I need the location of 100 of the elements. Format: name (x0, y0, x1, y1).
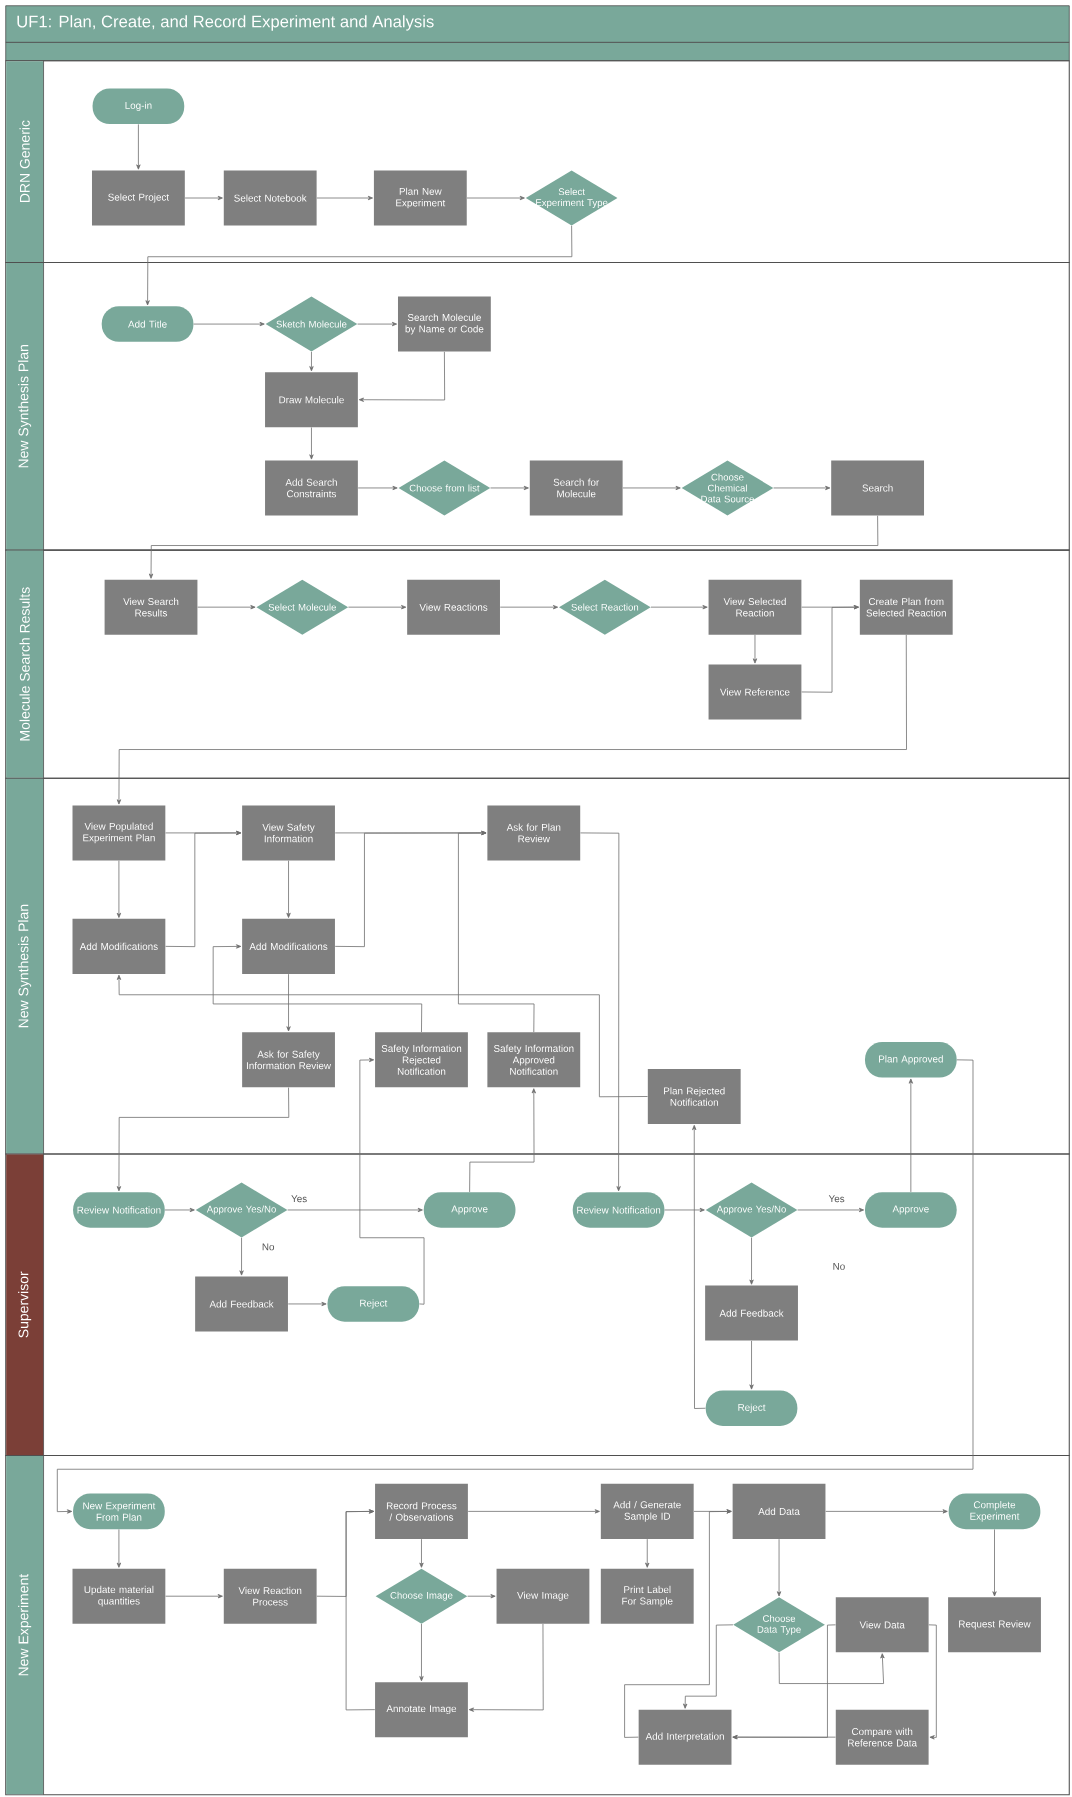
terminator-box: Reject (327, 1286, 420, 1322)
process-box: Print Label For Sample (601, 1568, 694, 1624)
process-box: Add Feedback (705, 1285, 799, 1341)
arrow (580, 832, 621, 1192)
branch-label: No (833, 1262, 845, 1270)
arrow (797, 1207, 865, 1213)
process-box: Annotate Image (375, 1682, 469, 1738)
arrow (749, 1237, 754, 1285)
terminator-box: Add Title (101, 306, 194, 342)
arrow (117, 634, 908, 805)
terminator-box: Log-in (92, 88, 185, 125)
arrow (469, 1623, 544, 1712)
arrow (683, 1624, 734, 1709)
process-box: Plan New Experiment (374, 170, 467, 226)
arrow (490, 485, 530, 491)
process-box: Search Molecule by Name or Code (398, 296, 492, 352)
arrow (624, 1509, 732, 1738)
arrow (357, 485, 398, 491)
process-box: Ask for Safety Information Review (242, 1032, 336, 1088)
process-box: View Selected Reaction (708, 579, 802, 635)
terminator-box: Approve (865, 1192, 957, 1228)
process-box: Safety Information Approved Notification (487, 1032, 581, 1088)
arrow (117, 1529, 122, 1568)
process-box: Request Review (948, 1597, 1042, 1653)
arrow (777, 1538, 782, 1597)
process-box: Update material quantities (72, 1568, 166, 1624)
arrow (419, 1538, 424, 1568)
terminator-box: Plan Approved (865, 1042, 957, 1078)
edge-label: Yes (827, 1194, 847, 1204)
terminator-box: New Experiment From Plan (73, 1493, 165, 1530)
arrow (908, 1078, 914, 1193)
arrow (753, 634, 758, 664)
process-box: Select Notebook (224, 170, 317, 226)
arrow (622, 485, 681, 491)
arrow (466, 195, 526, 201)
process-box: Record Process / Observations (375, 1483, 469, 1539)
arrow (197, 605, 256, 610)
arrow (165, 830, 242, 948)
arrow (749, 1340, 754, 1390)
arrow (145, 225, 573, 306)
edge-label: No (260, 1242, 277, 1252)
process-box: View Data (836, 1597, 929, 1653)
arrow (117, 974, 649, 1098)
terminator-box: Reject (705, 1390, 798, 1426)
process-box: Ask for Plan Review (487, 805, 581, 861)
process-box: Add / Generate Sample ID (601, 1483, 694, 1539)
arrow (469, 1088, 537, 1193)
arrow (773, 485, 831, 491)
process-box: Search for Molecule (530, 460, 623, 516)
arrow (117, 860, 122, 918)
arrow (825, 1509, 948, 1514)
arrow (213, 944, 423, 1033)
process-box: View Image (496, 1568, 590, 1624)
arrow (287, 1207, 424, 1213)
arrow (801, 605, 860, 693)
arrow (184, 195, 224, 201)
edge-label: Yes (289, 1194, 309, 1204)
arrow (193, 321, 265, 327)
arrow (286, 973, 291, 1032)
arrow (309, 427, 314, 460)
process-box: Add Search Constraints (265, 460, 359, 516)
arrow (500, 605, 559, 610)
process-box: Add Interpretation (638, 1709, 732, 1765)
arrow (458, 830, 535, 1033)
process-box: Add Modifications (242, 918, 336, 974)
arrow (164, 1207, 195, 1213)
arrow (467, 1594, 496, 1599)
arrow (348, 605, 407, 610)
arrow (645, 1538, 650, 1568)
arrow (732, 1735, 837, 1740)
arrow (316, 195, 374, 201)
process-box: View Reactions (407, 579, 501, 635)
arrow (165, 1594, 224, 1599)
arrow (692, 1124, 707, 1409)
arrow (345, 1509, 376, 1711)
arrow (309, 351, 314, 372)
process-box: Add Data (732, 1483, 826, 1539)
arrow (149, 515, 879, 579)
terminator-box: Approve (424, 1192, 516, 1228)
arrow (288, 1301, 327, 1307)
process-box: Select Project (92, 170, 186, 226)
process-box: Create Plan from Selected Reaction (860, 579, 953, 635)
terminator-box: Complete Experiment (948, 1493, 1041, 1530)
arrow (136, 123, 141, 170)
arrow (359, 1057, 425, 1305)
process-box: View Populated Experiment Plan (72, 805, 166, 861)
arrow (117, 1087, 290, 1192)
process-box: Plan Rejected Notification (648, 1069, 741, 1124)
process-box: View Reference (708, 664, 802, 720)
arrow (419, 1623, 424, 1682)
arrow (57, 1059, 974, 1514)
process-box: View Search Results (104, 579, 198, 635)
process-box: Draw Molecule (265, 372, 359, 428)
process-box: Safety Information Rejected Notification (375, 1032, 469, 1088)
arrow (778, 1652, 885, 1684)
terminator-box: Review Notification (573, 1192, 665, 1228)
arrow (928, 1624, 937, 1740)
terminator-box: Review Notification (73, 1192, 165, 1228)
arrow (359, 351, 446, 402)
process-box: Add Modifications (72, 918, 166, 974)
